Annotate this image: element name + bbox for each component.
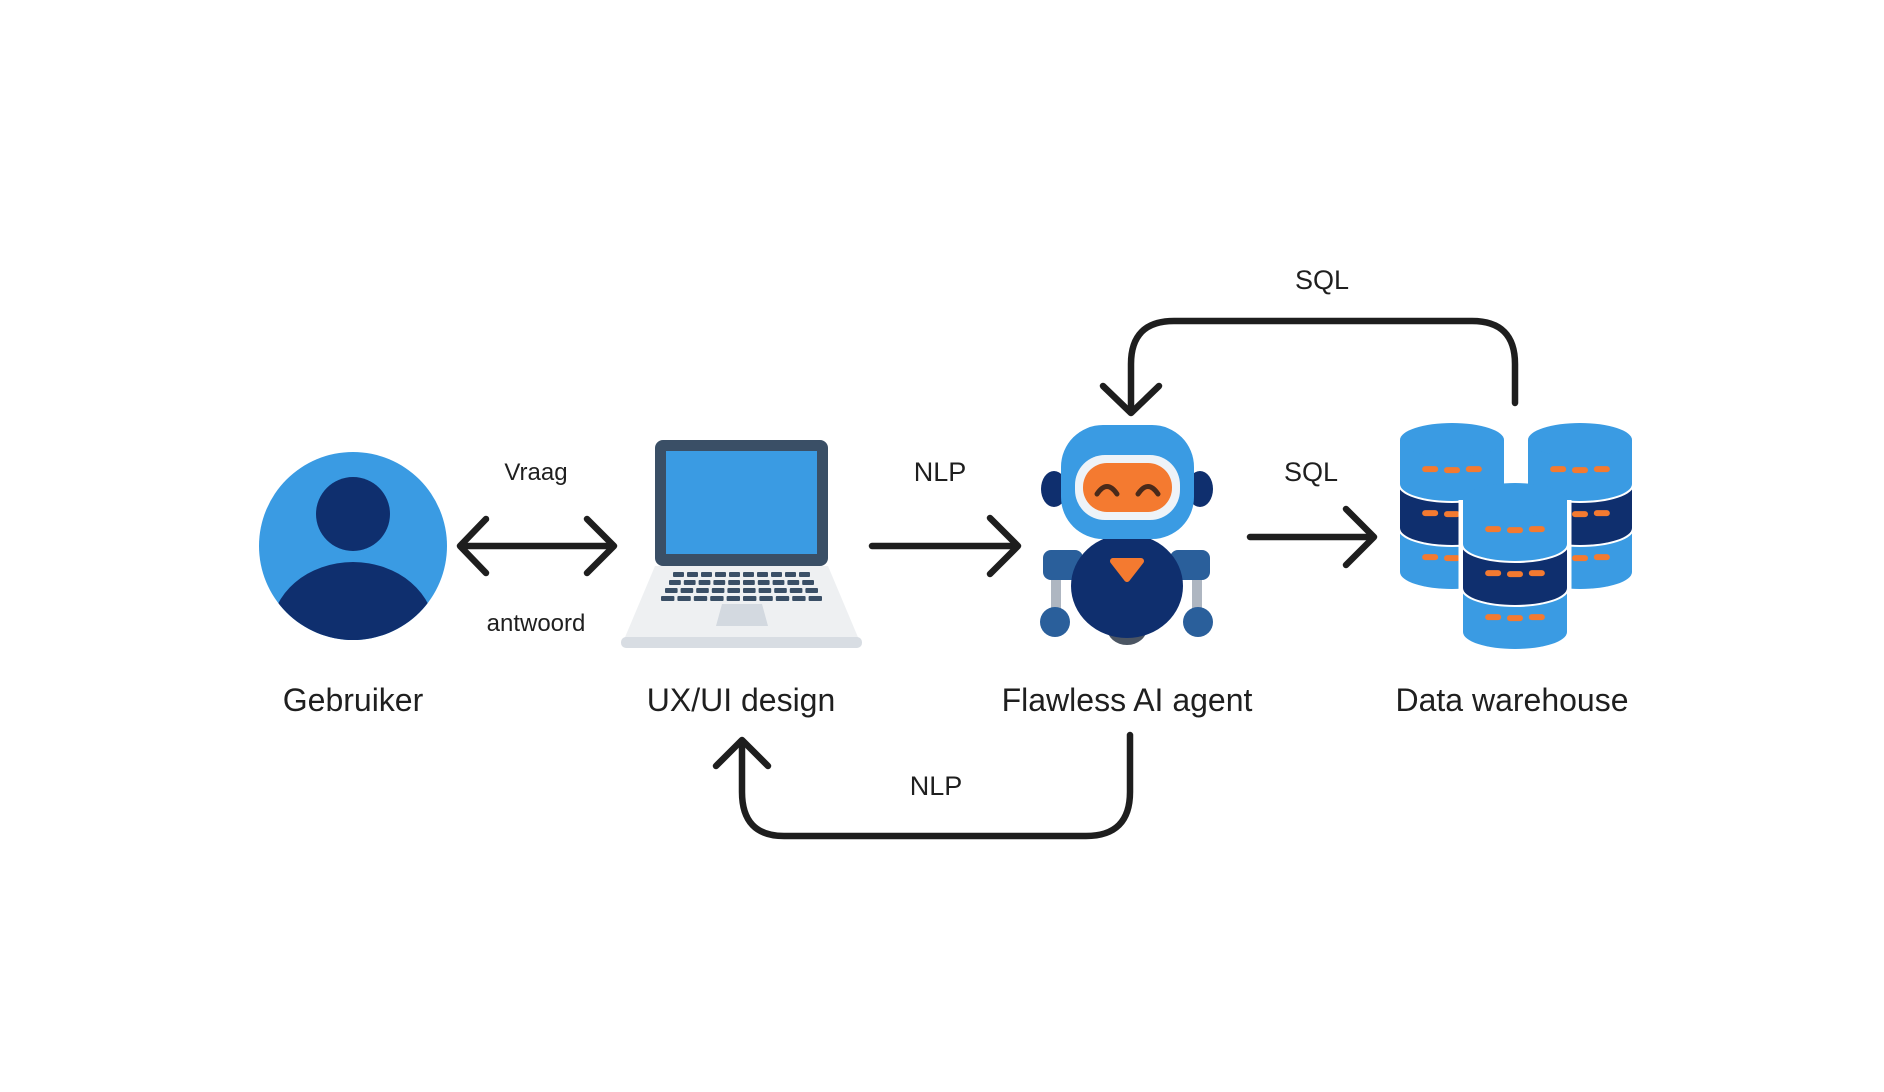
edge-label-sql-top: SQL (1295, 265, 1349, 295)
node-label-ui: UX/UI design (647, 682, 836, 718)
arrow-user-ui (456, 515, 618, 577)
edge-label-antwoord: antwoord (487, 610, 586, 637)
arrow-agent-ui (712, 731, 1134, 840)
laptop-icon (621, 440, 862, 648)
arrow-agent-warehouse (1246, 505, 1378, 569)
edge-label-nlp-bottom: NLP (910, 771, 963, 801)
node-label-warehouse: Data warehouse (1395, 682, 1628, 718)
arrow-ui-agent (868, 514, 1022, 578)
keyboard (661, 572, 822, 601)
robot-icon (1040, 425, 1213, 645)
edge-label-sql-right: SQL (1284, 457, 1338, 487)
node-label-agent: Flawless AI agent (1002, 682, 1253, 718)
edge-label-vraag: Vraag (504, 459, 567, 486)
user-icon (259, 452, 447, 640)
edge-label-nlp-top: NLP (914, 457, 967, 487)
arrow-warehouse-agent (1099, 317, 1519, 417)
node-label-user: Gebruiker (283, 682, 424, 718)
database-icon (1398, 423, 1634, 653)
